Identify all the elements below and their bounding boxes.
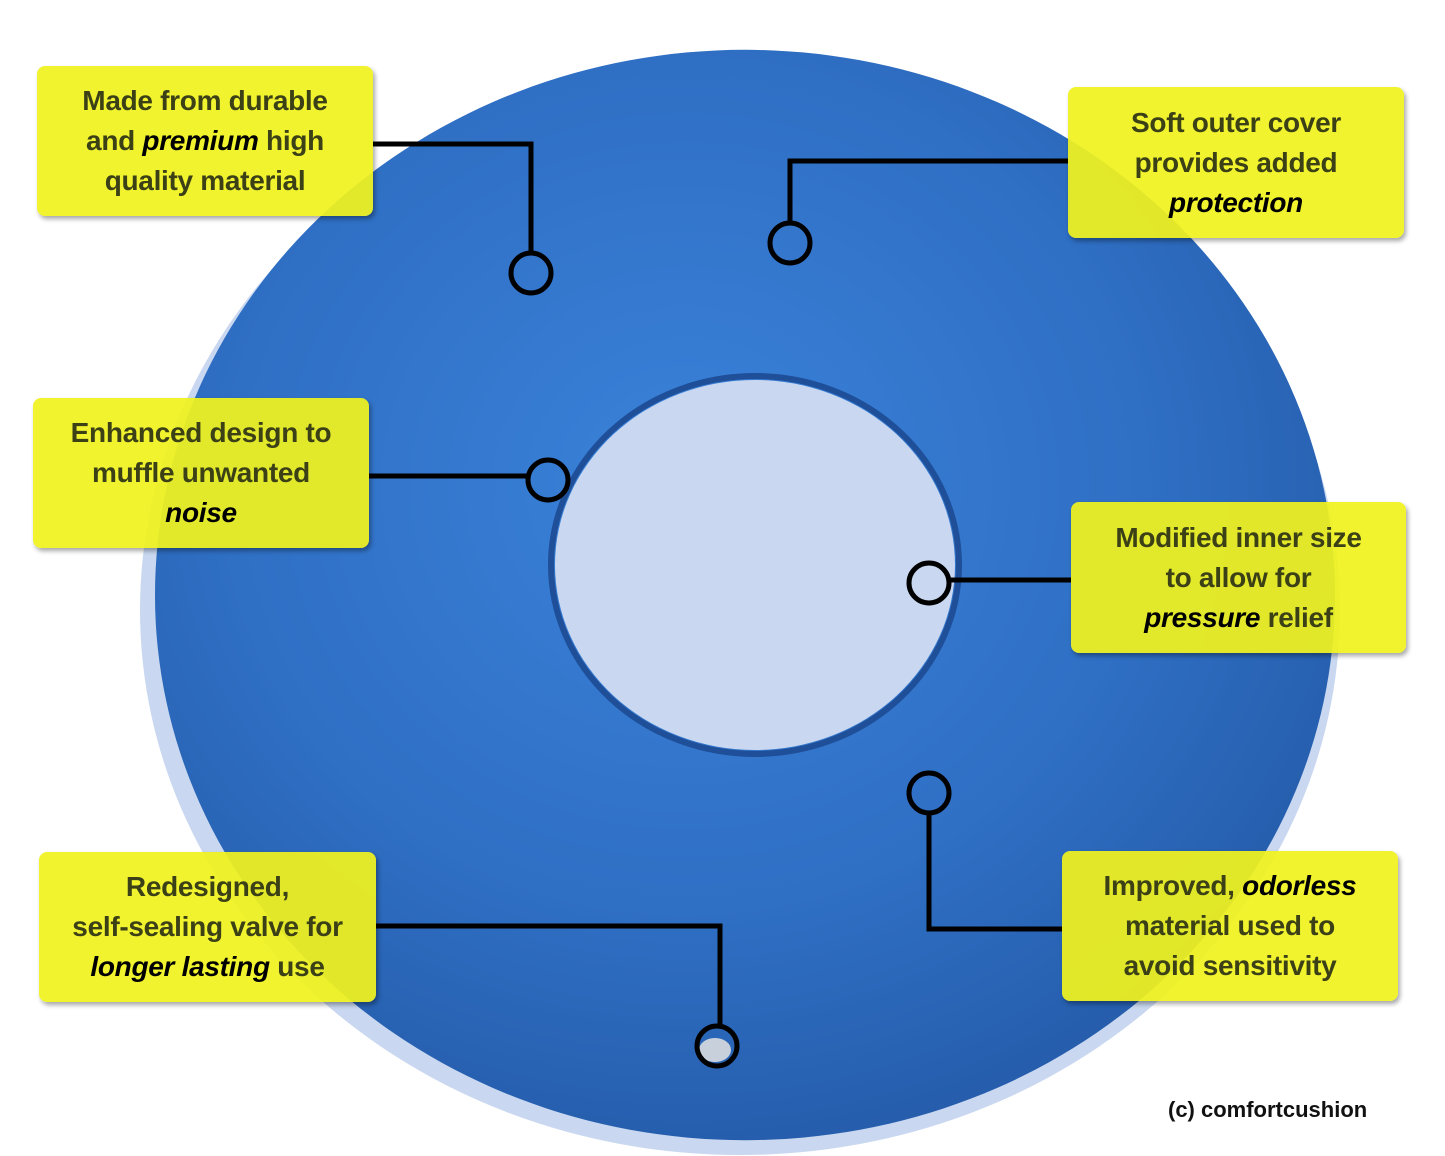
connector-line-6 — [926, 814, 1062, 932]
ring-cushion — [154, 49, 1336, 1141]
callout-emphasis: premium — [142, 125, 259, 156]
marker-circle-4 — [906, 560, 952, 606]
callout-valve: Redesigned, self-sealing valve for longe… — [39, 852, 376, 1002]
callout-text: Soft outer cover — [1131, 106, 1341, 138]
copyright-text: (c) comfortcushion — [1168, 1097, 1368, 1122]
marker-circle-1 — [508, 250, 554, 296]
callout-text: use — [269, 951, 325, 982]
callout-text: and — [86, 125, 143, 156]
callout-text: provides added — [1134, 146, 1338, 178]
valve — [699, 1038, 731, 1062]
callout-soft-cover: Soft outer cover provides added protecti… — [1068, 87, 1404, 238]
marker-circle-6 — [906, 770, 952, 816]
connector-line-5 — [376, 923, 723, 1026]
callout-emphasis: pressure — [1144, 601, 1261, 633]
callout-text: high — [258, 125, 324, 156]
callout-emphasis: longer lasting — [90, 951, 270, 982]
marker-circle-2 — [767, 220, 813, 266]
callout-text: Modified inner size — [1115, 521, 1362, 553]
callout-text: muffle unwanted — [92, 457, 310, 488]
callout-durable-material: Made from durable and premium high quali… — [37, 66, 373, 216]
inner-hole-edge — [548, 373, 962, 757]
connector-line-1 — [373, 141, 534, 252]
callout-inner-size: Modified inner size to allow for pressur… — [1071, 502, 1406, 653]
callout-text: Made from durable — [82, 85, 328, 116]
callout-text: Enhanced design to — [70, 417, 332, 448]
marker-circle-3 — [525, 457, 571, 503]
callout-emphasis: noise — [165, 497, 237, 528]
callout-text: self-sealing valve for — [72, 911, 343, 942]
callout-text: to allow for — [1165, 561, 1312, 593]
callout-odorless: Improved, odorless material used to avoi… — [1062, 851, 1398, 1001]
callout-text: relief — [1260, 601, 1333, 633]
callout-text: Improved, — [1103, 870, 1243, 901]
callout-text: avoid sensitivity — [1123, 950, 1337, 981]
marker-circle-5 — [694, 1023, 740, 1069]
callout-text: Redesigned, — [125, 871, 290, 902]
connector-line-2 — [787, 158, 1068, 222]
callout-text: material used to — [1125, 910, 1335, 941]
callout-noise: Enhanced design to muffle unwanted noise — [33, 398, 369, 548]
callout-text: quality material — [104, 165, 306, 196]
callout-emphasis: odorless — [1242, 870, 1357, 901]
callout-emphasis: protection — [1169, 186, 1303, 218]
